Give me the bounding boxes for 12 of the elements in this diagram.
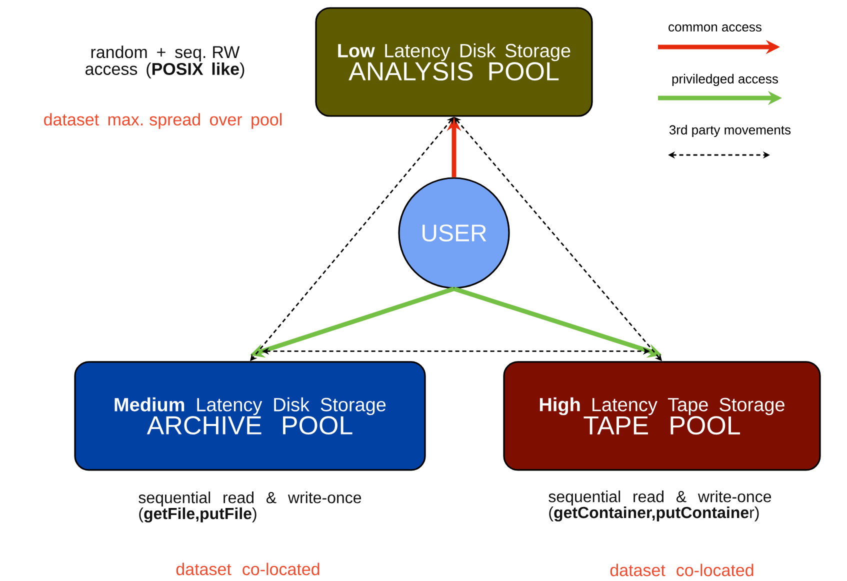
annotation-text: dataset co-located xyxy=(176,562,320,576)
legend-label: common access xyxy=(668,24,762,32)
legend-label: 3rd party movements xyxy=(669,124,791,138)
storage-pool-box: Low Latency Disk Storage ANALYSIS POOL xyxy=(315,7,593,117)
annotation-text: sequential read & write-once (getContainer,putContainer) xyxy=(548,490,772,522)
annotation-text: sequential read & write-once (getFile,putFile) xyxy=(138,492,362,522)
annotation-text: dataset max. spread over pool xyxy=(44,113,282,129)
legend-label: priviledged access xyxy=(672,74,778,86)
annotation-text: dataset co-located xyxy=(610,564,754,576)
storage-pool-box: Medium Latency Disk Storage ARCHIVE POOL xyxy=(74,361,426,471)
storage-pool-box: High Latency Tape Storage TAPE POOL xyxy=(503,361,821,471)
annotation-text: random + seq. RW access (POSIX like) xyxy=(86,46,244,78)
